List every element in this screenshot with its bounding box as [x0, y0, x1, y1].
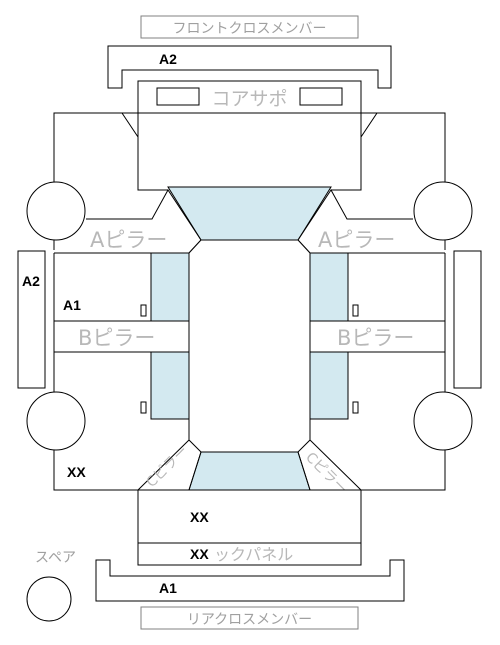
- side-window-right-front: [309, 252, 349, 322]
- front-fender-left: [53, 112, 168, 250]
- side-sill-left: [17, 250, 46, 389]
- rear-cross-member-box: リアクロスメンバー: [140, 606, 359, 630]
- back-panel: [137, 542, 362, 566]
- back-panel-label: ックパネル: [214, 545, 293, 564]
- c-pillar-left-label: Cピラー: [144, 443, 192, 491]
- front-left-wheel: [26, 181, 86, 241]
- front-right-wheel: [413, 181, 473, 241]
- front-cross-member-label: フロントクロスメンバー: [173, 21, 327, 37]
- rear-cross-member-label: リアクロスメンバー: [187, 612, 312, 628]
- trunk-floor: [137, 489, 362, 544]
- roof: [188, 239, 311, 453]
- front-cross-member-box: フロントクロスメンバー: [140, 15, 359, 39]
- rear-left-wheel: [26, 391, 86, 451]
- side-sill-right: [453, 250, 482, 389]
- door-handle-left-front: [140, 304, 147, 317]
- spare-label: スペア: [35, 550, 76, 566]
- core-support-label: コアサポ: [211, 88, 287, 110]
- door-panel-right: [361, 253, 446, 491]
- windshield: [167, 186, 332, 241]
- back-panel-mark: XX: [190, 546, 209, 562]
- front-fender-right: [331, 112, 446, 250]
- side-window-left-rear: [150, 351, 190, 420]
- b-pillar-right: [309, 320, 446, 353]
- side-sill-left-mark: A2: [22, 273, 40, 289]
- door-handle-left-rear: [140, 401, 147, 414]
- side-window-right-rear: [309, 351, 349, 420]
- a-pillar-left-label: Aピラー: [90, 228, 167, 252]
- b-pillar-right-label: Bピラー: [337, 326, 414, 350]
- a-pillar-right-label: Aピラー: [318, 228, 395, 252]
- c-pillar-left: [137, 439, 202, 491]
- b-pillar-left-label: Bピラー: [78, 326, 155, 350]
- side-window-left-front: [150, 252, 190, 322]
- rear-cross-member: [95, 559, 405, 602]
- left-panel-mark: A1: [63, 297, 81, 313]
- rear-left-mark: XX: [67, 464, 86, 480]
- rear-cross-member-mark: A1: [159, 580, 177, 596]
- door-panel-left: [53, 253, 138, 491]
- rear-right-wheel: [413, 391, 473, 451]
- front-cross-member: [107, 45, 392, 89]
- rear-window: [188, 451, 311, 491]
- core-support: コアサポ: [137, 80, 362, 114]
- trunk-floor-mark: XX: [190, 509, 209, 525]
- spare-tire: [26, 576, 72, 622]
- front-cross-member-mark: A2: [159, 51, 177, 67]
- door-handle-right-rear: [352, 401, 359, 414]
- c-pillar-right: [297, 439, 362, 491]
- door-handle-right-front: [352, 304, 359, 317]
